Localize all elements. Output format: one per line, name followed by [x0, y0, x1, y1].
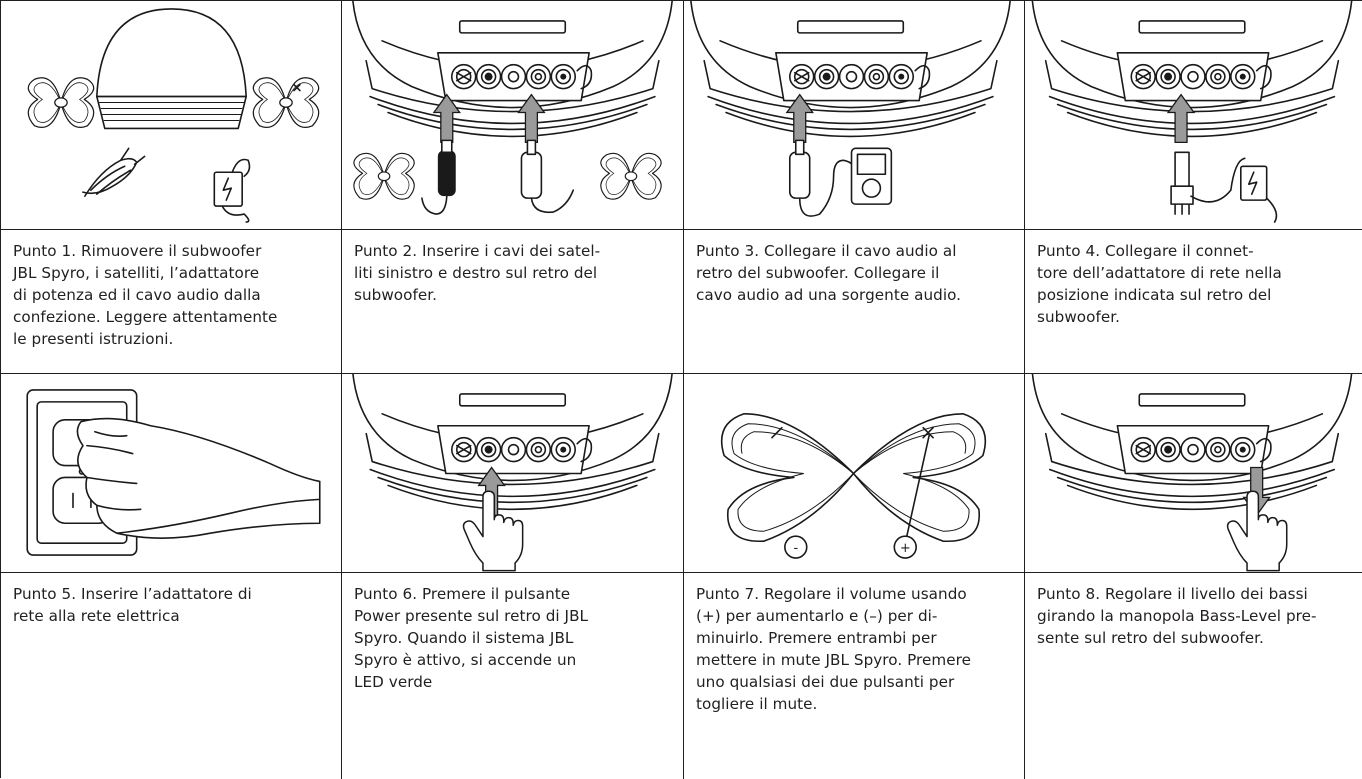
- step-2-illustration: [342, 1, 684, 230]
- step-5-description: Punto 5. Inserire l’adattatore di rete a…: [1, 573, 342, 779]
- audio-cable-icon: [421, 139, 575, 215]
- step-6-illustration: [342, 374, 684, 573]
- satellite-speaker-icon: [600, 152, 662, 200]
- step-6-text: Punto 6. Premere il pulsante Power prese…: [354, 585, 589, 691]
- step-3-text: Punto 3. Collegare il cavo audio al retr…: [696, 242, 962, 304]
- power-adapter-icon: [213, 158, 251, 223]
- power-plug-hand: [76, 417, 321, 539]
- pointing-hand-icon: [1226, 490, 1288, 572]
- media-player-icon: [850, 147, 893, 205]
- step-4-text: Punto 4. Collegare il connet- tore dell’…: [1037, 242, 1282, 326]
- step-3-illustration: [684, 1, 1025, 230]
- audio-cable-icon: [82, 147, 146, 197]
- step-1-text: Punto 1. Rimuovere il subwoofer JBL Spyr…: [13, 242, 278, 348]
- satellite-speaker-icon: [353, 152, 415, 200]
- step-7-illustration: - +: [684, 374, 1025, 573]
- subwoofer-icon: [96, 8, 247, 130]
- volume-down-indicator: [784, 535, 808, 559]
- step-2-description: Punto 2. Inserire i cavi dei satel- liti…: [342, 230, 684, 374]
- step-6-description: Punto 6. Premere il pulsante Power prese…: [342, 573, 684, 779]
- audio-cable-icon: [788, 139, 859, 217]
- step-4-illustration: [1025, 1, 1362, 230]
- step-8-illustration: [1025, 374, 1362, 573]
- step-5-illustration: [1, 374, 342, 573]
- step-1-illustration: [1, 1, 342, 230]
- satellite-speaker-icon: [252, 77, 320, 129]
- satellite-speaker-icon: [720, 413, 987, 544]
- step-5-text: Punto 5. Inserire l’adattatore di rete a…: [13, 585, 252, 625]
- step-3-description: Punto 3. Collegare il cavo audio al retr…: [684, 230, 1025, 374]
- volume-up-label: +: [900, 541, 911, 556]
- power-adapter-icon: [1170, 151, 1278, 223]
- step-4-description: Punto 4. Collegare il connet- tore dell’…: [1025, 230, 1362, 374]
- step-7-description: Punto 7. Regolare il volume usando (+) p…: [684, 573, 1025, 779]
- satellite-speaker-icon: [27, 77, 95, 129]
- volume-up-indicator: [893, 535, 917, 559]
- step-8-text: Punto 8. Regolare il livello dei bassi g…: [1037, 585, 1317, 647]
- step-2-text: Punto 2. Inserire i cavi dei satel- liti…: [354, 242, 601, 304]
- step-1-description: Punto 1. Rimuovere il subwoofer JBL Spyr…: [1, 230, 342, 374]
- step-7-text: Punto 7. Regolare il volume usando (+) p…: [696, 585, 971, 713]
- step-8-description: Punto 8. Regolare il livello dei bassi g…: [1025, 573, 1362, 779]
- volume-down-label: -: [793, 541, 798, 556]
